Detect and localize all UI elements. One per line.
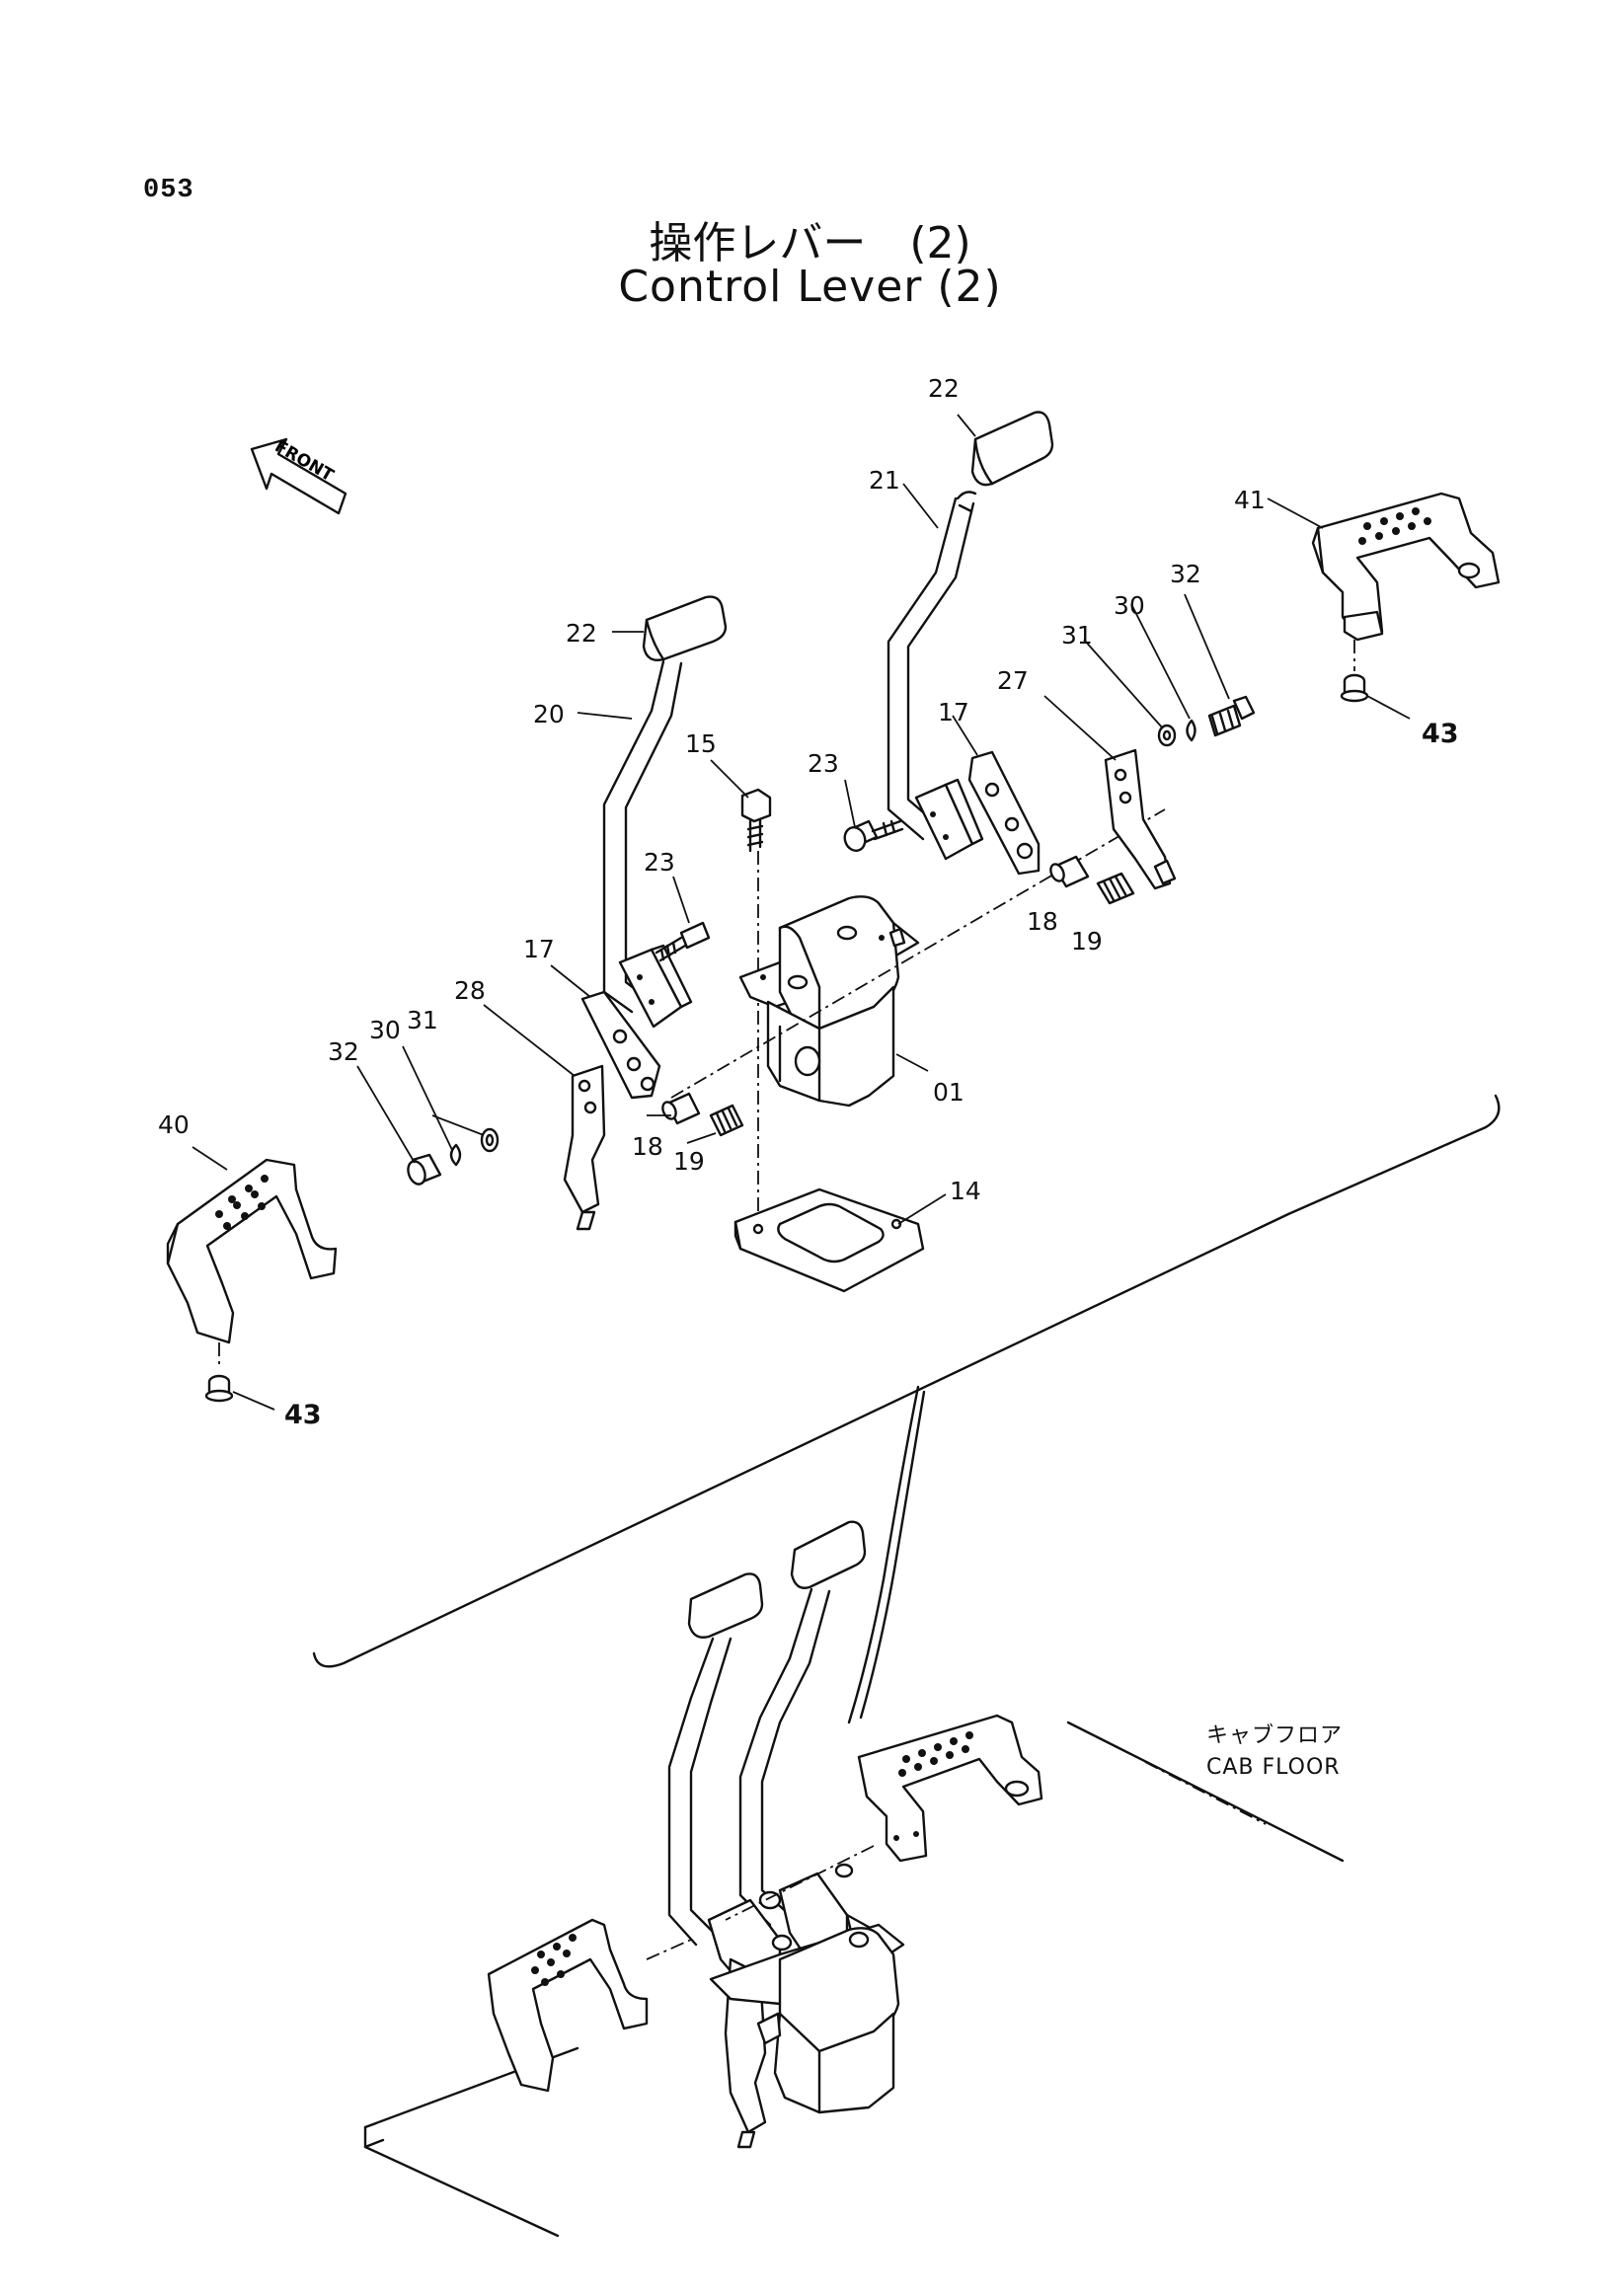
callout-40: 40 — [158, 1110, 190, 1139]
callout-32-right: 32 — [1170, 560, 1201, 588]
bolt-32-right — [1207, 695, 1256, 737]
bracket-left — [563, 1064, 606, 1231]
link-plate-left — [580, 990, 661, 1100]
callout-30-left: 30 — [369, 1016, 401, 1044]
screw-43-right — [1340, 640, 1369, 703]
cover-plate — [733, 1187, 925, 1293]
callout-21: 21 — [869, 466, 900, 495]
callout-18-left: 18 — [632, 1132, 663, 1161]
callout-19-left: 19 — [673, 1147, 705, 1176]
callout-30-right: 30 — [1114, 591, 1145, 620]
assembled-control-lever — [667, 1520, 905, 2149]
pin-19-right — [1096, 872, 1135, 905]
lever-knob-left — [642, 595, 728, 661]
callout-labels: 22 20 15 23 17 28 31 30 32 40 43 18 19 0… — [158, 374, 1459, 1430]
assembled-armrest-right — [725, 1714, 1043, 1921]
title-japanese: 操作レバー (2) — [649, 218, 971, 268]
cab-floor-label-en: CAB FLOOR — [1206, 1755, 1341, 1780]
callout-27: 27 — [997, 666, 1029, 695]
leader-lines — [192, 414, 1411, 1411]
armrest-bracket-right — [1311, 492, 1501, 642]
cab-floor-label-ja: キャブフロア — [1206, 1723, 1343, 1748]
callout-20: 20 — [533, 700, 565, 728]
callout-15: 15 — [685, 729, 717, 758]
spring-washer-30-right — [1186, 719, 1196, 742]
bolt-15 — [740, 788, 772, 853]
callout-23-left: 23 — [644, 848, 675, 877]
callout-23-right: 23 — [808, 749, 839, 778]
callout-17-left: 17 — [523, 935, 555, 963]
bracket-right — [1104, 748, 1177, 890]
callout-31-right: 31 — [1061, 621, 1093, 650]
pin-18-left — [661, 1092, 701, 1125]
lever-clamp-right — [914, 778, 984, 861]
pin-18-right — [1049, 855, 1090, 888]
pilot-valve — [738, 895, 920, 1108]
screw-43-left — [204, 1342, 234, 1403]
callout-18-right: 18 — [1027, 907, 1058, 936]
callout-22-right: 22 — [928, 374, 960, 403]
page-number: 053 — [143, 176, 194, 205]
callout-28: 28 — [454, 976, 486, 1005]
bolt-32-left — [407, 1153, 442, 1186]
callout-43-right: 43 — [1422, 719, 1459, 749]
callout-22-left: 22 — [566, 619, 597, 648]
callout-19-right: 19 — [1071, 927, 1103, 956]
link-plate-right — [967, 750, 1041, 876]
spring-washer-30-left — [449, 1143, 462, 1167]
lever-rod-right — [887, 491, 977, 841]
pin-19-left — [709, 1104, 744, 1137]
washer-31-left — [480, 1127, 500, 1153]
bolt-left — [655, 921, 711, 962]
callout-14: 14 — [950, 1177, 981, 1205]
detail-frame — [312, 1094, 1501, 1724]
armrest-bracket-left — [166, 1158, 338, 1344]
callout-43-left: 43 — [284, 1400, 322, 1430]
callout-32-left: 32 — [328, 1037, 359, 1066]
assembled-armrest-left — [487, 1918, 692, 2093]
callout-17-right: 17 — [938, 698, 969, 727]
title-english: Control Lever (2) — [618, 262, 1002, 312]
callout-01: 01 — [933, 1078, 964, 1107]
front-arrow-icon: FRONT — [250, 436, 347, 515]
washer-31-right — [1157, 724, 1177, 747]
lever-knob-right — [970, 411, 1054, 487]
bolt-right — [843, 819, 904, 852]
callout-31-left: 31 — [407, 1006, 438, 1034]
callout-41: 41 — [1234, 486, 1266, 514]
